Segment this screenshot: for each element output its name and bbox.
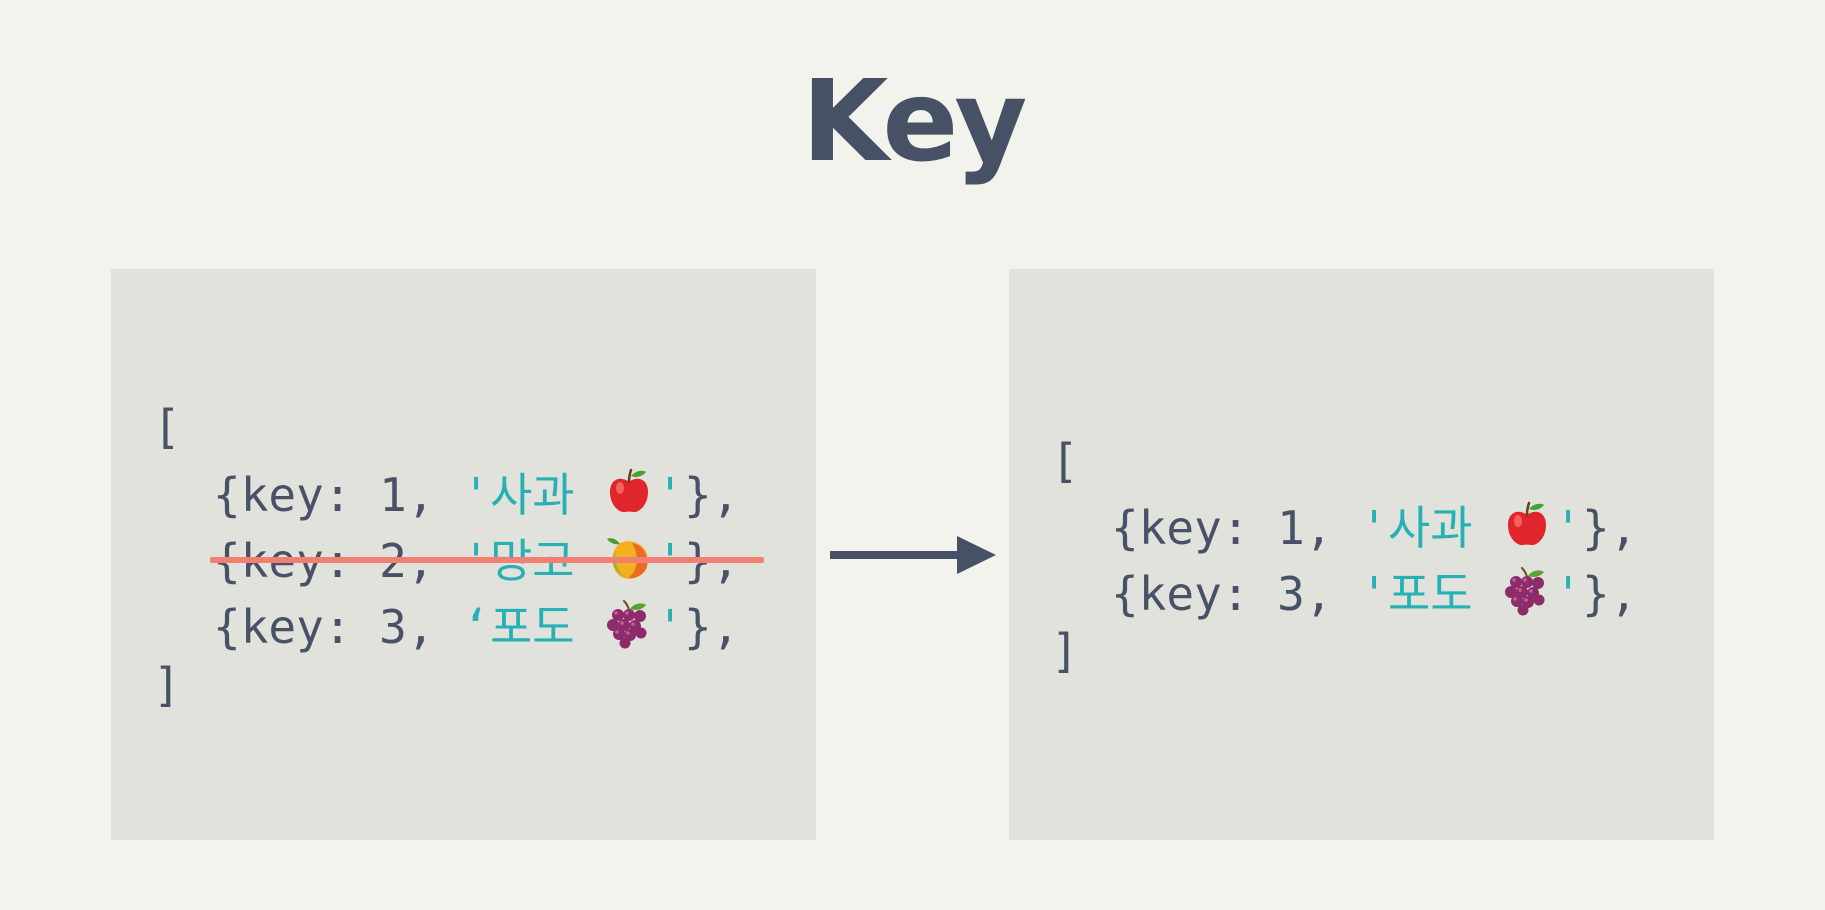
quote: ' xyxy=(656,600,684,654)
item-name: 사과 xyxy=(489,468,575,522)
page-title: Key xyxy=(801,57,1028,187)
item-value: ‘포도 ' xyxy=(462,600,684,654)
quote: ‘ xyxy=(462,600,490,654)
array-item: {key: 1, '사과 '}, xyxy=(213,467,739,518)
item-suffix: }, xyxy=(684,600,740,654)
right-arrow-icon xyxy=(830,536,996,574)
quote: ' xyxy=(1360,501,1388,555)
before-array-code: [ {key: 1, '사과 '}, {key: 2, '망고 '}, {key… xyxy=(153,0,739,708)
open-bracket: [ xyxy=(1051,434,1079,488)
quote: ' xyxy=(1360,567,1388,621)
item-key: {key: 3, xyxy=(1111,567,1361,621)
apple-icon xyxy=(1502,500,1552,550)
array-item: {key: 1, '사과 '}, xyxy=(1111,500,1637,551)
item-suffix: }, xyxy=(1582,567,1638,621)
array-item: {key: 3, ‘포도 '}, xyxy=(213,599,739,650)
item-key: {key: 1, xyxy=(1111,501,1361,555)
open-bracket: [ xyxy=(153,400,181,454)
quote: ' xyxy=(656,468,684,522)
grapes-icon xyxy=(604,599,654,649)
quote: ' xyxy=(462,468,490,522)
array-item: {key: 3, '포도 '}, xyxy=(1111,566,1637,617)
item-suffix: }, xyxy=(684,468,740,522)
close-bracket: ] xyxy=(153,658,181,712)
quote: ' xyxy=(1554,567,1582,621)
item-value: '사과 ' xyxy=(1360,501,1582,555)
quote: ' xyxy=(1554,501,1582,555)
grapes-icon xyxy=(1502,566,1552,616)
item-value: '포도 ' xyxy=(1360,567,1582,621)
item-suffix: }, xyxy=(1582,501,1638,555)
item-name: 포도 xyxy=(489,600,575,654)
item-value: '사과 ' xyxy=(462,468,684,522)
item-name: 포도 xyxy=(1387,567,1473,621)
apple-icon xyxy=(604,467,654,517)
strikethrough-line xyxy=(210,557,764,563)
before-array-panel xyxy=(111,269,816,840)
close-bracket: ] xyxy=(1051,624,1079,678)
after-array-panel xyxy=(1009,269,1714,840)
after-array-code: [ {key: 1, '사과 '}, {key: 3, '포도 '}, ] xyxy=(1051,0,1637,674)
item-key: {key: 1, xyxy=(213,468,463,522)
item-key: {key: 3, xyxy=(213,600,463,654)
item-name: 사과 xyxy=(1387,501,1473,555)
